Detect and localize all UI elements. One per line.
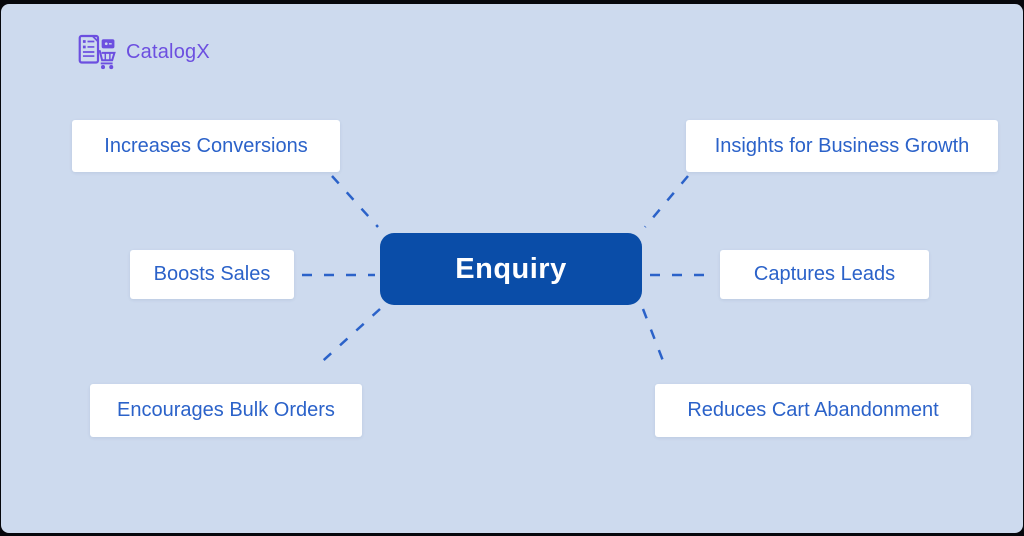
connector-top-right [644, 175, 689, 228]
logo-text: CatalogX [126, 40, 210, 63]
connector-bottom-left [314, 308, 381, 369]
node-encourages-bulk-orders: Encourages Bulk Orders [90, 384, 362, 437]
center-node-enquiry: Enquiry [380, 233, 642, 305]
node-reduces-cart-abandonment: Reduces Cart Abandonment [655, 384, 971, 437]
catalogx-logo: CatalogX [77, 32, 210, 72]
node-boosts-sales: Boosts Sales [130, 250, 294, 299]
node-increases-conversions: Increases Conversions [72, 120, 340, 172]
connector-bottom-right [641, 308, 667, 367]
connector-top-left [331, 175, 379, 228]
node-captures-leads: Captures Leads [720, 250, 929, 299]
catalog-document-cart-icon [78, 34, 116, 70]
node-insights-for-business-growth: Insights for Business Growth [686, 120, 998, 172]
infographic-canvas: CatalogX Enquiry Increases Conversions I… [1, 4, 1023, 533]
